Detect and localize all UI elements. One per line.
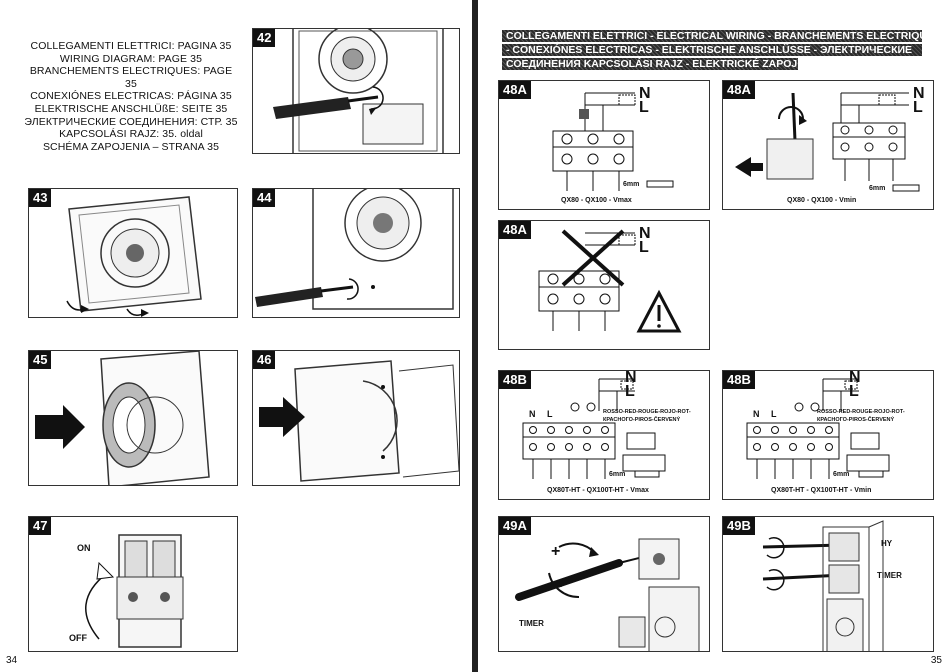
incorrect-wiring-diagram [538, 229, 682, 333]
live-terminal-label: L [547, 409, 553, 419]
fan-cover-fitting-illustration [259, 360, 459, 482]
neutral-terminal-label: N [529, 409, 536, 419]
step-43-panel: 43 [28, 188, 238, 318]
neutral-label: N [639, 225, 651, 242]
book-spine [472, 0, 478, 672]
neutral-label: N [625, 370, 637, 386]
wiring-48a-incorrect-panel: N L 48A [498, 220, 710, 350]
neutral-label: N [913, 85, 925, 102]
panel-number: 49A [499, 517, 531, 535]
decrease-symbol: - [557, 577, 563, 594]
panel-number: 48A [723, 81, 755, 99]
breaker-switch-illustration [85, 534, 184, 648]
step-46-panel: 46 [252, 350, 460, 486]
live-label: L [639, 239, 649, 256]
neutral-label: N [849, 370, 861, 386]
wiring-banner-line: СОЕДИНЕНИЯ KAPCSOLÁSI RAJZ - ELEKTRICKÉ … [502, 58, 798, 70]
step-number: 42 [253, 29, 276, 47]
wiring-48a-vmax-panel: N L 6mm QX80 - QX100 - Vmax 48A [498, 80, 710, 210]
panel-number: 48A [499, 81, 531, 99]
reference-line: ЭЛЕКТРИЧЕСКИЕ СОЕДИНЕНИЯ: СТР. 35 [24, 115, 238, 128]
fan-insertion-illustration [35, 351, 210, 485]
model-caption: QX80 - QX100 - Vmin [787, 197, 857, 204]
right-page: COLLEGAMENTI ELETTRICI - ELECTRICAL WIRI… [478, 0, 950, 672]
timer-terminal-diagram [522, 378, 666, 479]
wiring-banner-line: COLLEGAMENTI ELETTRICI - ELECTRICAL WIRI… [502, 30, 922, 42]
reference-line: SCHÉMA ZAPOJENIA – STRANA 35 [42, 140, 220, 153]
model-caption: QX80T-HT - QX100T-HT - Vmax [547, 487, 649, 494]
wire-strip-length: 6mm [869, 185, 886, 192]
panel-number: 48B [499, 371, 531, 389]
fan-screw-illustration [273, 29, 444, 153]
live-label: L [639, 99, 649, 116]
terminal-block-diagram [552, 92, 674, 191]
wire-color-note: ROSSO-RED-ROUGE-ROJO-ROT- [603, 409, 691, 415]
reference-line: WIRING DIAGRAM: PAGE 35 [59, 52, 203, 65]
timer-adjust-49b-panel: HY TIMER 49B [722, 516, 934, 652]
live-label: L [849, 383, 859, 400]
reference-line: BRANCHEMENTS ELECTRIQUES: PAGE 35 [29, 65, 233, 90]
step-number: 45 [29, 351, 52, 369]
timer-label: TIMER [877, 571, 902, 580]
live-label: L [625, 383, 635, 400]
increase-symbol: + [551, 543, 561, 560]
humidity-label: HY [881, 539, 893, 548]
page-number: 34 [6, 655, 18, 666]
humidity-timer-adjust-illustration [762, 520, 884, 651]
terminal-block-diagram [735, 92, 920, 192]
step-number: 43 [29, 189, 52, 207]
fan-cover-removal-illustration [66, 196, 202, 317]
step-number: 44 [253, 189, 276, 207]
wire-strip-length: 6mm [833, 471, 850, 478]
switch-off-label: OFF [69, 633, 87, 643]
live-label: L [913, 99, 923, 116]
reference-line: CONEXIÓNES ELECTRICAS: PÁGINA 35 [30, 90, 232, 103]
wiring-48b-vmin-panel: N L N L ROSSO-RED-ROUGE-ROJO-ROT- КРАСНО… [722, 370, 934, 500]
wire-strip-length: 6mm [609, 471, 626, 478]
wiring-48b-vmax-panel: N L N L ROSSO-RED-ROUGE-ROJO-ROT- КРАСНО… [498, 370, 710, 500]
step-44-panel: 44 [252, 188, 460, 318]
wire-color-note: ROSSO-RED-ROUGE-ROJO-ROT- [817, 409, 905, 415]
model-caption: QX80T-HT - QX100T-HT - Vmin [771, 487, 872, 494]
wire-color-note: КРАСНОГО-PIROS-ČERVENÝ [603, 417, 681, 423]
model-caption: QX80 - QX100 - Vmax [561, 197, 632, 204]
step-number: 46 [253, 351, 276, 369]
wiring-banner-line: - CONEXIÓNES ELECTRICAS - ELEKTRISCHE AN… [502, 44, 922, 56]
wiring-reference-box: COLLEGAMENTI ELETTRICI: PAGINA 35 WIRING… [24, 28, 238, 154]
page-number: 35 [930, 655, 942, 666]
timer-terminal-diagram [746, 378, 890, 479]
timer-label: TIMER [519, 619, 544, 628]
panel-number: 48B [723, 371, 755, 389]
panel-number: 48A [499, 221, 531, 239]
timer-adjust-49a-panel: + - TIMER 49A [498, 516, 710, 652]
wire-color-note: КРАСНОГО-PIROS-ČERVENÝ [817, 417, 895, 423]
live-terminal-label: L [771, 409, 777, 419]
neutral-terminal-label: N [753, 409, 760, 419]
step-47-panel: ON OFF 47 [28, 516, 238, 652]
neutral-label: N [639, 85, 651, 102]
wiring-reference-text: COLLEGAMENTI ELETTRICI: PAGINA 35 WIRING… [24, 40, 238, 153]
wiring-48a-vmin-panel: N L 6mm QX80 - QX100 - Vmin 48A [722, 80, 934, 210]
timer-adjust-illustration [515, 538, 700, 651]
reference-line: COLLEGAMENTI ELETTRICI: PAGINA 35 [30, 40, 232, 52]
step-number: 47 [29, 517, 52, 535]
left-page: COLLEGAMENTI ELETTRICI: PAGINA 35 WIRING… [0, 0, 472, 672]
step-42-panel: 42 [252, 28, 460, 154]
reference-line: ELEKTRISCHE ANSCHLÜßE: SEITE 35 [34, 102, 228, 115]
panel-number: 49B [723, 517, 755, 535]
wire-strip-length: 6mm [623, 181, 640, 188]
reference-line: KAPCSOLÁSI RAJZ: 35. oldal [59, 128, 203, 141]
step-45-panel: 45 [28, 350, 238, 486]
fan-unscrew-illustration [255, 189, 454, 310]
switch-on-label: ON [77, 543, 91, 553]
